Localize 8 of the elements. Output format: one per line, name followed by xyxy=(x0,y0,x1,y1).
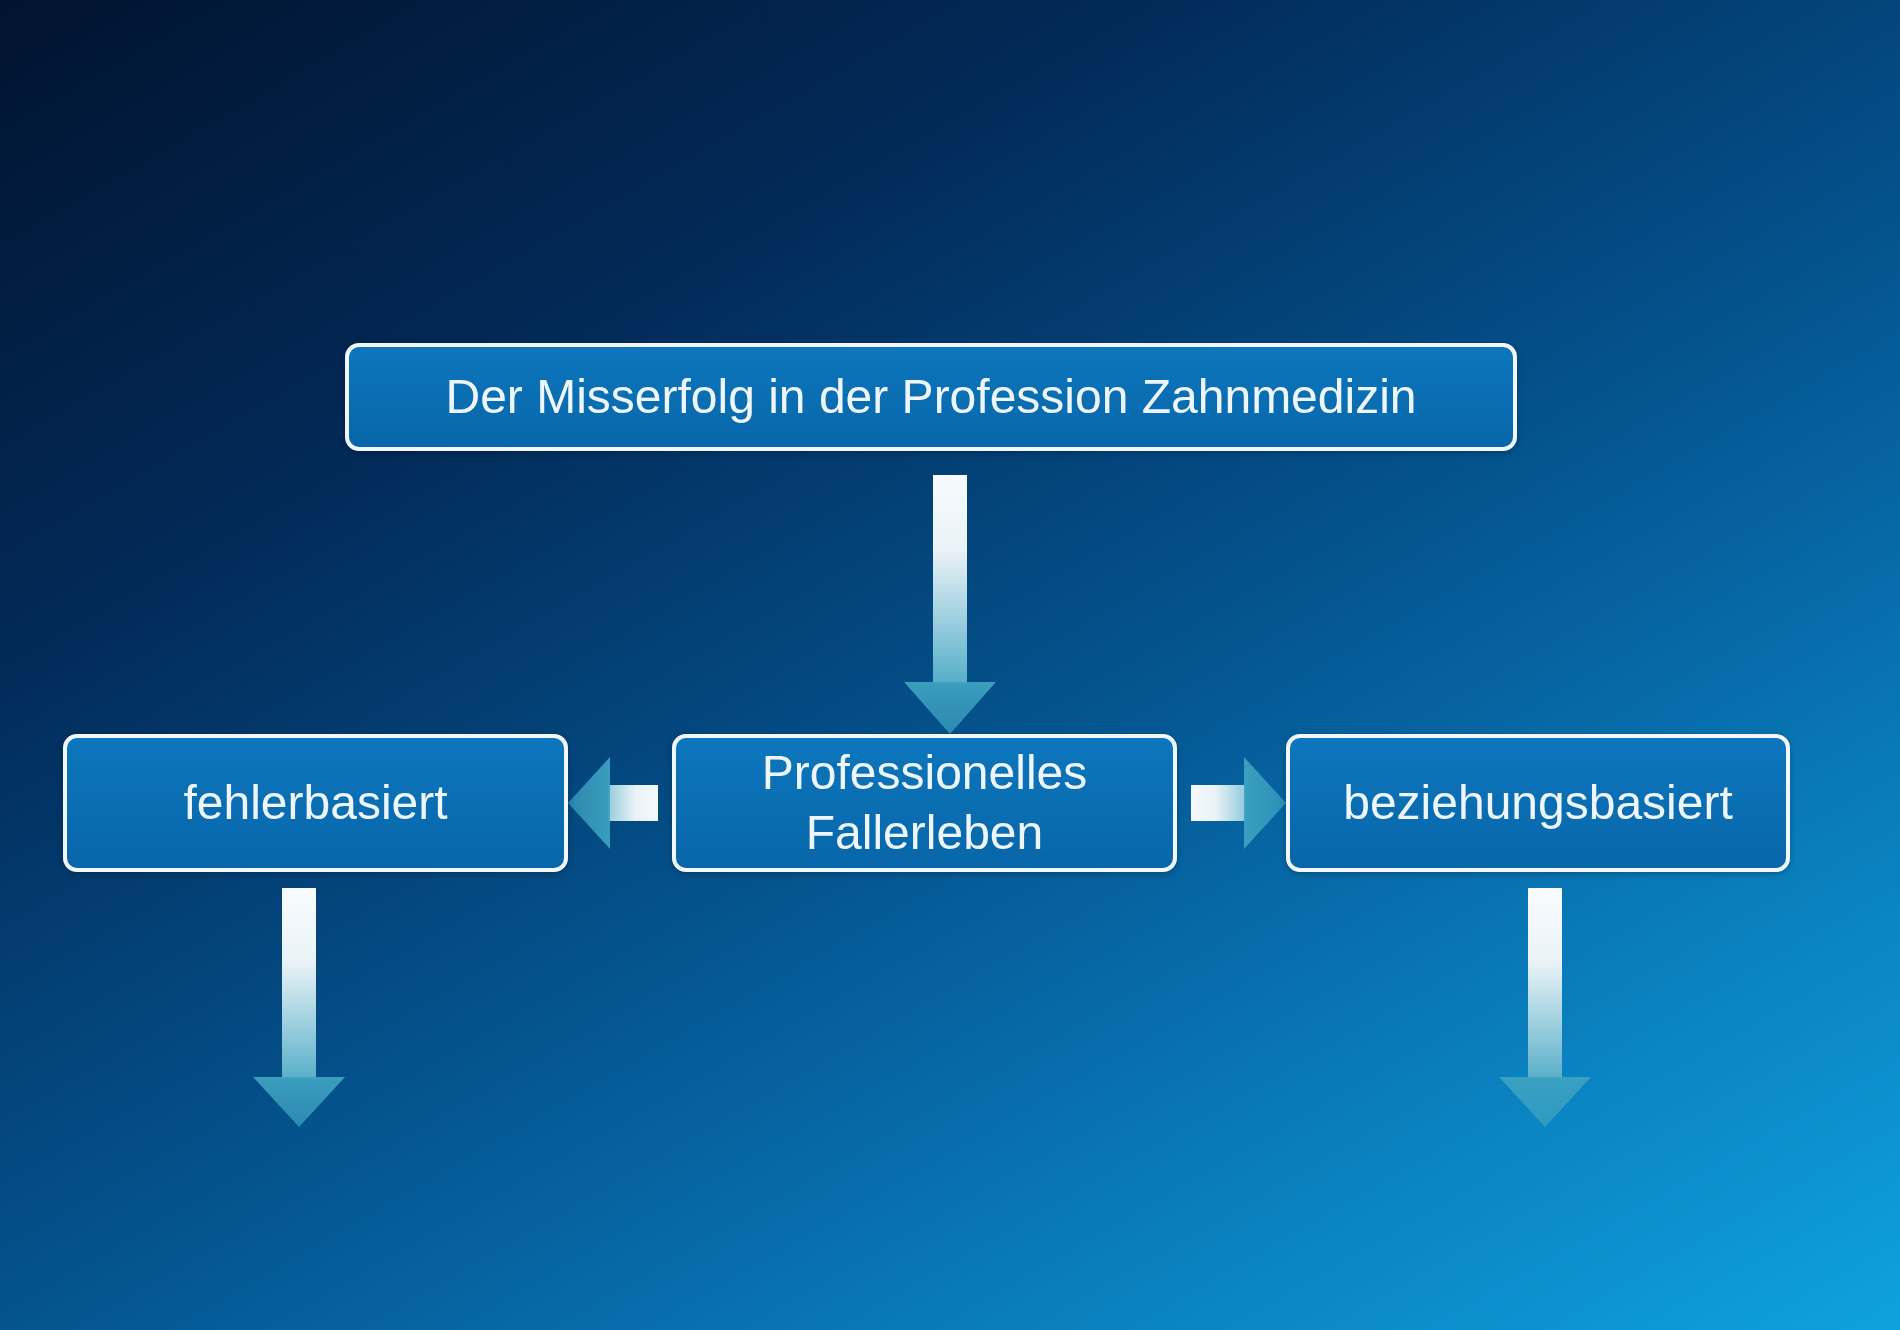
process-box xyxy=(1286,734,1790,872)
box-label: Professionelles Fallerleben xyxy=(760,745,1089,861)
process-box xyxy=(63,734,568,872)
box-label: Der Misserfolg in der Profession Zahnmedizin xyxy=(445,369,1417,425)
process-box xyxy=(345,343,1517,451)
box-label: beziehungsbasiert xyxy=(1343,775,1733,831)
box-label: fehlerbasiert xyxy=(183,775,448,831)
process-box xyxy=(672,734,1177,872)
